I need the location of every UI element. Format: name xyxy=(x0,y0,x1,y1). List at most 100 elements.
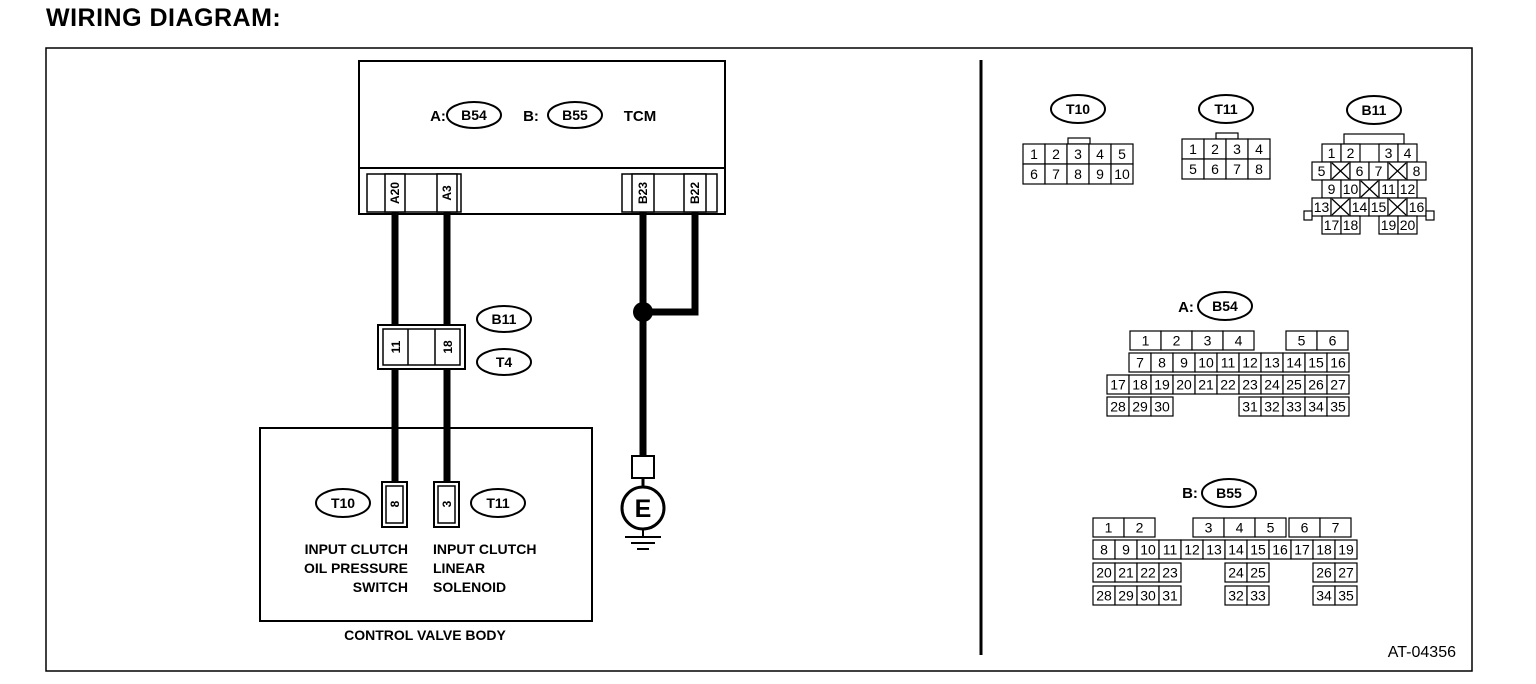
face-b55-pin-label: 21 xyxy=(1118,565,1134,581)
control-valve-body-box xyxy=(259,427,593,622)
face-b54-pin-label: 25 xyxy=(1286,377,1302,393)
wire-b22-ground xyxy=(643,212,699,316)
face-t11-pin-label: 6 xyxy=(1211,161,1219,177)
face-b11-pin-label: 7 xyxy=(1375,163,1383,179)
face-t10-oval xyxy=(1050,94,1106,124)
splice-point xyxy=(633,302,653,322)
face-b54-pin-label: 11 xyxy=(1221,355,1236,371)
face-b54-pin-cell xyxy=(1326,352,1350,373)
tcm-pin-a3: A3 xyxy=(436,173,458,213)
face-t10-pin-label: 10 xyxy=(1114,166,1130,182)
face-b55-pin-label: 34 xyxy=(1316,588,1332,604)
face-b11-pin-label: 17 xyxy=(1324,217,1340,233)
face-t11-pin-label: 8 xyxy=(1255,161,1263,177)
face-b54-pin-cell xyxy=(1316,330,1349,351)
tcm-connector-a-oval xyxy=(446,101,502,129)
face-b55-pin-cell xyxy=(1334,585,1358,606)
face-b11-pin-cell xyxy=(1397,215,1418,235)
face-b11-pin-label: 12 xyxy=(1400,181,1416,197)
face-t10-pin-label: 5 xyxy=(1118,146,1126,162)
face-b11-oval xyxy=(1346,95,1402,125)
face-b11-pin-label: 10 xyxy=(1343,181,1359,197)
face-b54-pin-cell xyxy=(1326,374,1350,395)
face-b55-pin-label: 19 xyxy=(1338,542,1354,558)
linear-solenoid-label: INPUT CLUTCH LINEAR SOLENOID xyxy=(433,541,536,595)
face-t10-pin-label: 4 xyxy=(1096,146,1104,162)
face-b55-pin-label: 5 xyxy=(1267,520,1275,536)
face-b11-pin-label: 9 xyxy=(1328,181,1336,197)
face-b55-pin-cell xyxy=(1158,585,1182,606)
face-b54-pin-label: 5 xyxy=(1298,333,1306,349)
face-b55-pin-cell xyxy=(1246,585,1270,606)
face-b54-pin-label: 3 xyxy=(1204,333,1212,349)
face-b54-pin-cell xyxy=(1326,396,1350,417)
face-t11-pin-label: 2 xyxy=(1211,141,1219,157)
face-b54-pin-label: 4 xyxy=(1235,333,1243,349)
tcm-terminal-housing-a xyxy=(366,173,462,213)
face-b55-pin-label: 3 xyxy=(1205,520,1213,536)
face-b55-pin-label: 13 xyxy=(1206,542,1222,558)
face-t10-pin-label: 8 xyxy=(1074,166,1082,182)
face-b55-pin-label: 30 xyxy=(1140,588,1156,604)
face-b55-pin-label: 22 xyxy=(1140,565,1156,581)
face-t10-pin-cell xyxy=(1110,163,1134,185)
valve-pin-8: 8 xyxy=(388,500,402,507)
face-b11-pin-label: 19 xyxy=(1381,217,1397,233)
face-b11-pin-label: 13 xyxy=(1314,199,1330,215)
face-t11-pin-cell xyxy=(1247,158,1271,180)
face-b54-pin-label: 30 xyxy=(1154,399,1170,415)
valve-connector-t10: T10 xyxy=(331,495,355,511)
face-b54-pin-label: 9 xyxy=(1180,355,1188,371)
face-t10-pin-label: 3 xyxy=(1074,146,1082,162)
face-b54-pin-label: 21 xyxy=(1198,377,1214,393)
face-b11-pin-label: 6 xyxy=(1356,163,1364,179)
svg-text:SOLENOID: SOLENOID xyxy=(433,579,506,595)
tcm-pin-a20: A20 xyxy=(384,173,406,213)
face-b11-name: B11 xyxy=(1362,102,1387,118)
face-b11-pin-label: 16 xyxy=(1409,199,1425,215)
face-b11-pin-label: 8 xyxy=(1413,163,1421,179)
face-b54-pin-label: 14 xyxy=(1286,355,1302,371)
face-b54-pin-label: 34 xyxy=(1308,399,1324,415)
face-b11-pin-label: 1 xyxy=(1328,145,1336,161)
tcm-pin-b22: B22 xyxy=(683,173,707,213)
face-b54-pin-label: 24 xyxy=(1264,377,1280,393)
figure-code: AT-04356 xyxy=(1388,644,1456,661)
face-b55-pin-label: 32 xyxy=(1228,588,1244,604)
face-b54-pin-label: 6 xyxy=(1329,333,1337,349)
tcm-terminal-strip xyxy=(358,167,726,215)
face-b55-pin-label: 1 xyxy=(1105,520,1113,536)
face-b11-pin-label: 20 xyxy=(1400,217,1416,233)
face-b55-pin-label: 4 xyxy=(1236,520,1244,536)
face-b55-pin-label: 24 xyxy=(1228,565,1244,581)
tcm-pin-b23-label: B23 xyxy=(636,182,650,204)
face-b55-pin-label: 27 xyxy=(1338,565,1354,581)
valve-pin-8-connector: 8 xyxy=(381,481,408,528)
svg-text:INPUT CLUTCH: INPUT CLUTCH xyxy=(433,541,536,557)
face-b55-pin-label: 29 xyxy=(1118,588,1134,604)
svg-text:LINEAR: LINEAR xyxy=(433,560,485,576)
control-valve-body-label: CONTROL VALVE BODY xyxy=(344,627,506,643)
tcm-pin-a20-label: A20 xyxy=(388,182,402,204)
face-b54-pin-label: 16 xyxy=(1330,355,1346,371)
tcm-prefix-b: B: xyxy=(523,108,539,125)
face-b55-pin-label: 10 xyxy=(1140,542,1156,558)
ground-symbol: E xyxy=(620,455,666,550)
face-b54-pin-label: 18 xyxy=(1132,377,1148,393)
face-b54-pin-label: 17 xyxy=(1110,377,1126,393)
face-b54-pin-label: 31 xyxy=(1242,399,1258,415)
face-b54-pin-label: 15 xyxy=(1308,355,1324,371)
face-b54-pin-label: 2 xyxy=(1173,333,1181,349)
face-b55-pin-label: 17 xyxy=(1294,542,1310,558)
face-t10-pin-label: 1 xyxy=(1030,146,1038,162)
face-b55-pin-cell xyxy=(1123,517,1156,538)
tcm-pin-a3-label: A3 xyxy=(440,185,454,201)
tcm-terminal-housing-b xyxy=(621,173,718,213)
face-b55-pin-label: 33 xyxy=(1250,588,1266,604)
face-b55-pin-label: 14 xyxy=(1228,542,1244,558)
tcm-connector-b: B55 xyxy=(562,107,588,123)
face-t10-pin-label: 9 xyxy=(1096,166,1104,182)
